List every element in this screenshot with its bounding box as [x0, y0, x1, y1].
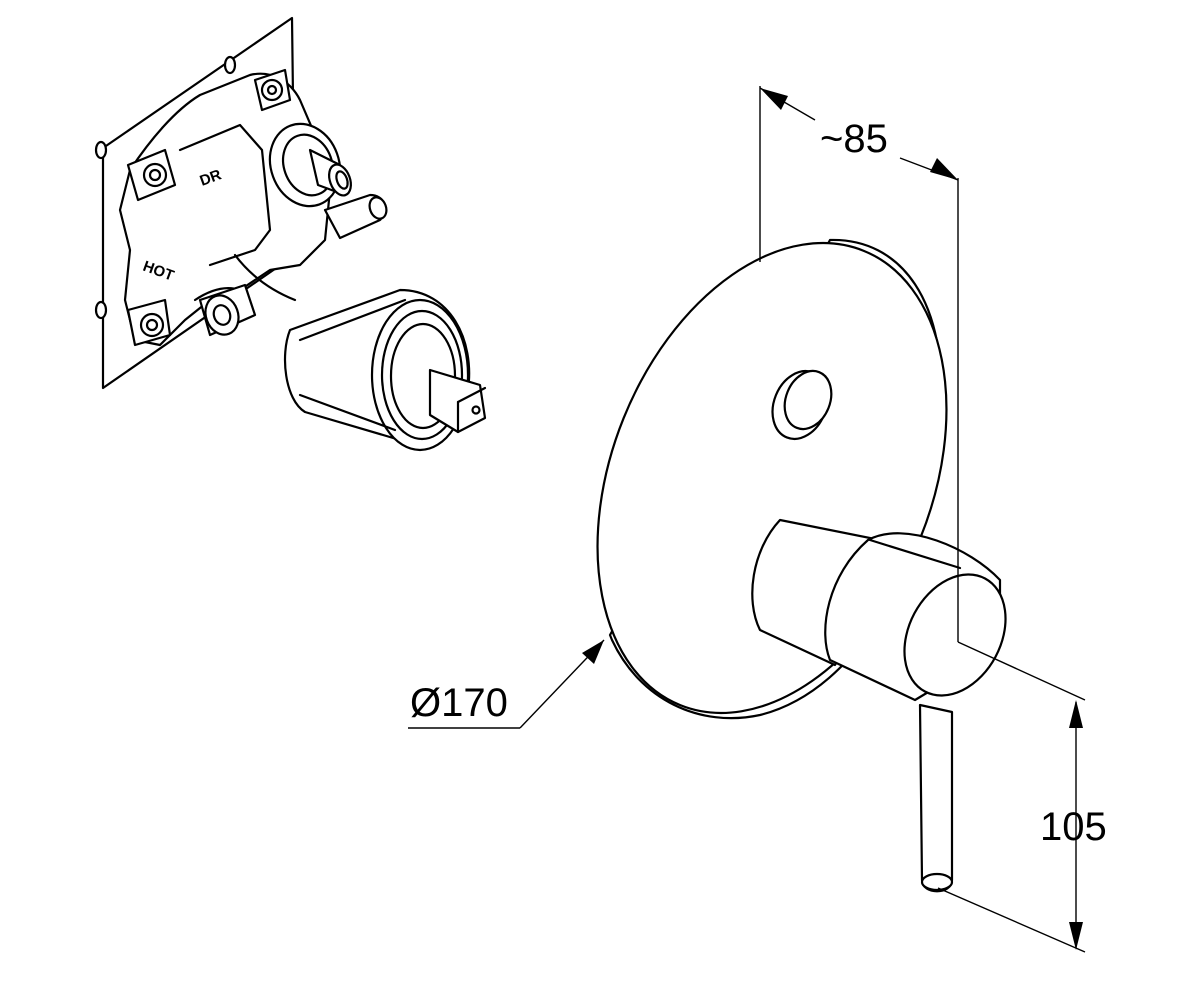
dimension-diameter: Ø170 — [408, 639, 605, 729]
hot-inlet — [198, 283, 257, 337]
diameter-dimension-label: Ø170 — [410, 681, 508, 725]
mounting-ears — [126, 68, 292, 347]
concealed-valve-body: DR HOT — [94, 16, 487, 452]
dimension-height: 105 — [937, 641, 1107, 953]
depth-dimension-label: ~85 — [820, 117, 888, 161]
lever-body — [751, 518, 1007, 702]
lever-handle — [918, 703, 954, 893]
diverter-button — [771, 369, 833, 440]
side-inlet — [323, 193, 388, 240]
outlet-connector — [268, 122, 352, 208]
finish-set — [596, 238, 1007, 893]
plate-pins — [94, 55, 237, 320]
label-dr: DR — [198, 166, 224, 189]
spindle — [428, 368, 487, 434]
height-dimension-label: 105 — [1040, 805, 1107, 849]
cartridge — [283, 288, 487, 452]
dimension-depth: ~85 — [759, 86, 959, 642]
